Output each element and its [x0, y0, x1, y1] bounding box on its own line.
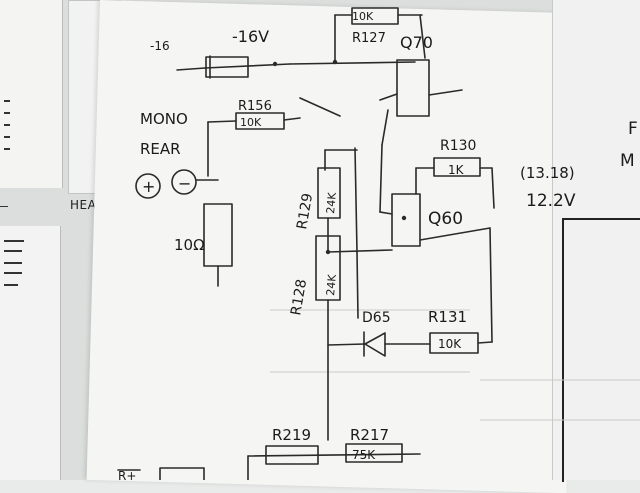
r156-label: R156: [238, 99, 272, 114]
r129-value: 24K: [324, 191, 339, 214]
plus-symbol: +: [142, 177, 155, 196]
d65-diode: [364, 332, 386, 357]
left-sheet-bottom: [0, 226, 61, 480]
r127-resistor: [351, 7, 399, 25]
q70-label: Q70: [400, 33, 433, 52]
r128-label: R128: [288, 278, 310, 317]
voltage-paren-label: (13.18): [520, 164, 575, 182]
speaker-minus-terminal: [171, 169, 197, 195]
neg16-left-label: -16: [150, 39, 170, 53]
rear-label: REAR: [140, 140, 181, 158]
r127-value: 10K: [352, 10, 374, 23]
speaker-ohms-label: 10Ω: [174, 236, 205, 254]
r219-resistor: [265, 445, 319, 465]
speaker-plus-terminal: [135, 173, 161, 199]
d65-label: D65: [362, 310, 391, 326]
voltage-label: 12.2V: [526, 191, 576, 211]
speaker-resistor: [203, 203, 233, 267]
right-m-label: M: [620, 151, 635, 171]
right-box-outline: [562, 218, 640, 482]
r217-resistor: [345, 443, 403, 463]
r131-label: R131: [428, 308, 467, 326]
schematic-diagram: 10K R127 Q70 -16 -16V R156 10K MONO REAR…: [0, 7, 640, 480]
right-f-label: F: [628, 119, 638, 139]
r131-value: 10K: [438, 337, 462, 351]
right-sheet: [552, 0, 640, 480]
negative-16v-resistor: [205, 56, 249, 78]
r156-value: 10K: [240, 116, 262, 129]
r127-label: R127: [352, 31, 386, 46]
r130-resistor: [433, 157, 481, 177]
neg16-label: -16V: [232, 27, 269, 46]
r129-label: R129: [294, 192, 316, 231]
left-sheet-top: [0, 0, 63, 188]
minus-symbol: −: [178, 174, 191, 193]
q60-label: Q60: [428, 209, 463, 229]
r219-label: R219: [272, 426, 311, 444]
crossed-wire-junctions: [272, 59, 407, 255]
r217-label: R217: [350, 426, 389, 444]
bottom-left-label: R+: [118, 469, 136, 480]
mono-label: MONO: [140, 110, 188, 128]
q60-transistor: [391, 193, 421, 247]
left-sheet-marks: [0, 100, 24, 286]
q70-transistor: [396, 59, 430, 117]
r129-resistor: [317, 167, 341, 219]
r130-label: R130: [440, 138, 476, 154]
r130-value: 1K: [448, 163, 465, 177]
r128-value: 24K: [324, 273, 339, 296]
r217-value: 75K: [352, 448, 376, 462]
